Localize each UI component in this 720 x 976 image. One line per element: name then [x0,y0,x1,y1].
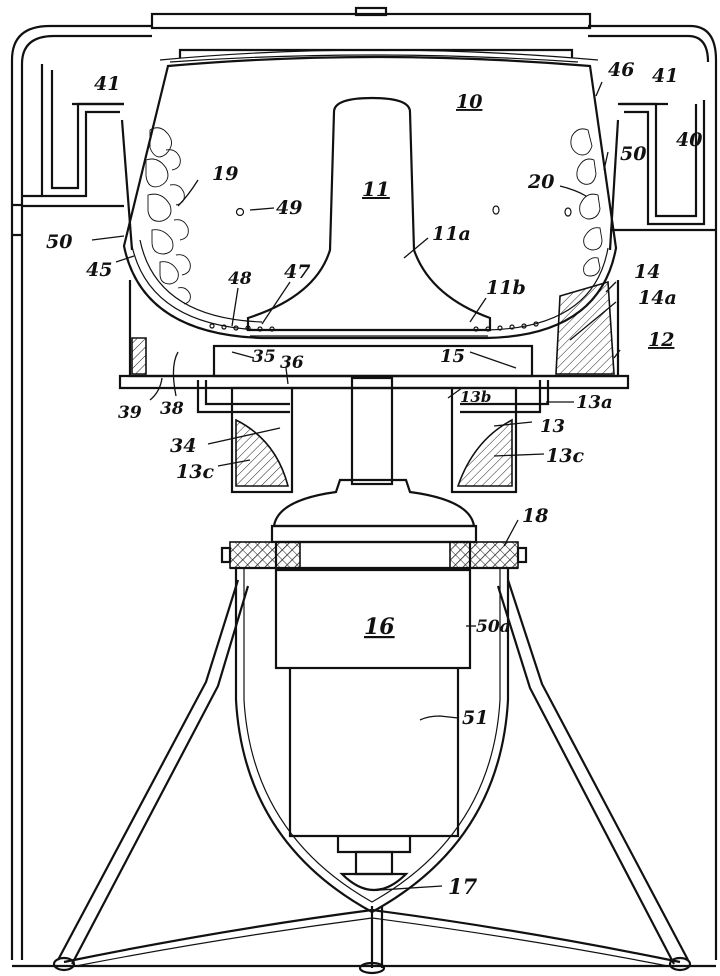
label-35: 35 [252,347,276,367]
label-50-left: 50 [46,231,72,253]
bracket-right [610,100,716,232]
bracket-left [22,64,124,208]
label-49: 49 [276,197,302,219]
label-13c-left: 13c [176,461,214,483]
label-11: 11 [362,177,390,201]
label-14: 14 [634,261,660,283]
collar [220,541,528,570]
motor-top [270,478,478,544]
reference-labels: 10 11 11a 11b 12 13 13a 13b 13c 13c 14 1… [46,59,702,899]
label-48: 48 [228,269,252,289]
outer-basin [118,280,630,390]
label-20: 20 [527,171,554,193]
label-17: 17 [448,874,478,899]
cabinet [10,24,718,968]
label-36: 36 [280,353,304,373]
leader-lines [91,81,621,891]
label-11b: 11b [486,277,526,299]
motor [274,540,472,968]
label-10: 10 [456,91,482,113]
label-13: 13 [540,416,565,437]
motor-shell [234,568,510,914]
clothes-left [145,127,191,305]
label-13a: 13a [576,392,613,413]
label-41-left: 41 [94,73,120,95]
label-19: 19 [212,163,238,185]
label-11a: 11a [432,223,471,245]
label-46: 46 [608,59,634,81]
hub-housing [196,344,550,494]
label-40: 40 [676,129,702,151]
label-16: 16 [364,614,395,640]
tripod-legs [52,579,692,975]
tub-perforations [209,205,572,332]
label-13c-right: 13c [546,445,584,467]
label-45: 45 [86,259,112,281]
label-13b: 13b [460,388,491,406]
label-47: 47 [284,261,310,283]
clothes-right [570,128,603,277]
label-38: 38 [160,399,184,419]
label-34: 34 [170,435,196,457]
label-50a: 50a [476,617,511,637]
label-39: 39 [118,403,142,423]
label-12: 12 [648,329,674,351]
agitator [246,96,492,337]
top-lid [150,6,592,63]
label-14a: 14a [638,287,677,309]
label-50-right: 50 [620,143,646,165]
label-15: 15 [440,346,465,367]
label-51: 51 [462,707,488,729]
label-41-right: 41 [652,65,678,87]
label-18: 18 [522,505,548,527]
